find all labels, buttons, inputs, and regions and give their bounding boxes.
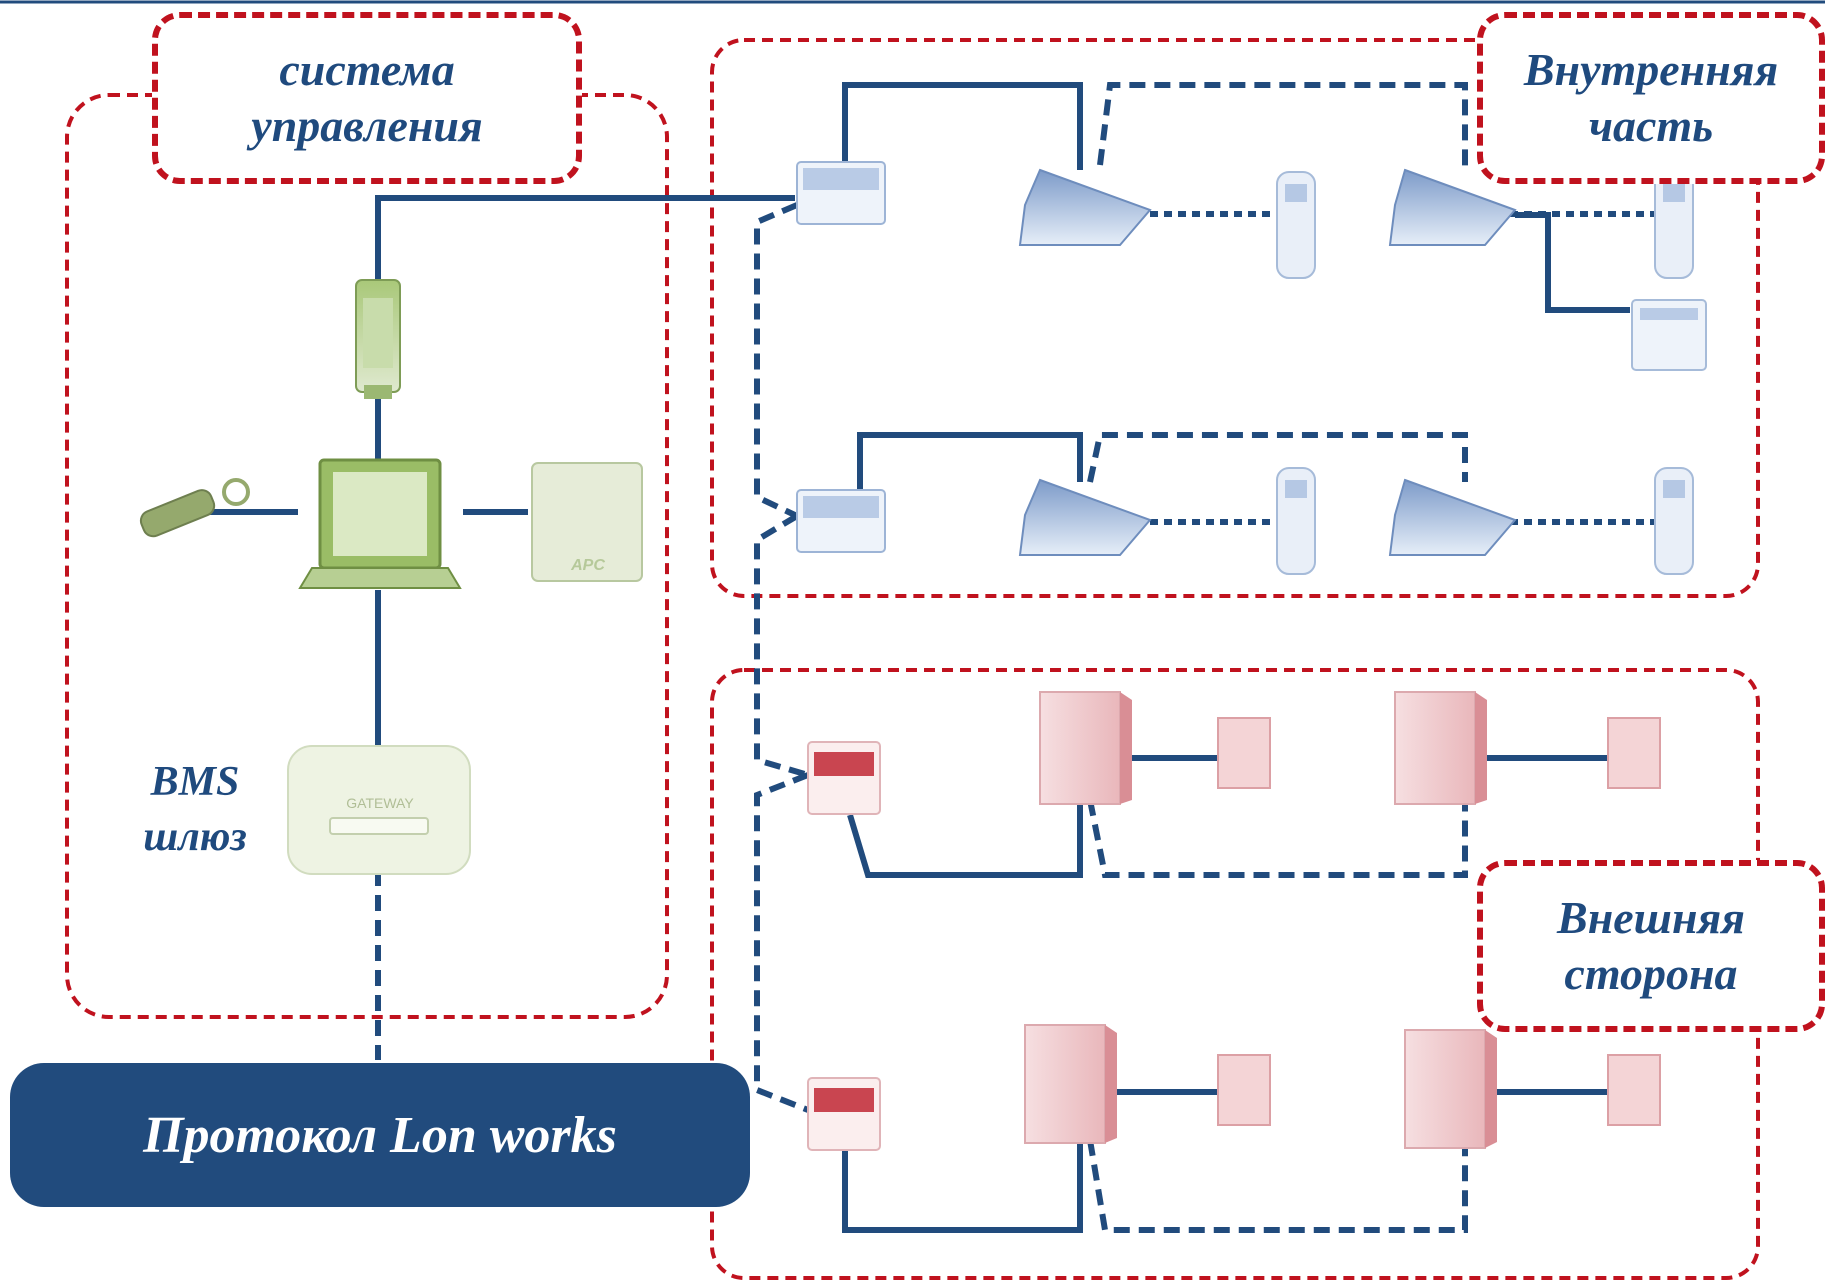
ups-unit-icon: APC xyxy=(531,462,643,582)
cassette-unit-2-icon xyxy=(1388,168,1517,246)
lon-bus xyxy=(754,202,810,1113)
electrical-panel-3-icon xyxy=(1217,1054,1271,1126)
indoor-part-label: Внутренняя часть xyxy=(1523,43,1779,151)
control-system-label: система управления xyxy=(251,43,483,151)
outdoor-side-label-box: Внешняя сторона xyxy=(1477,860,1825,1032)
control-wiring xyxy=(190,195,795,1060)
control-system-label-box: система управления xyxy=(152,12,582,184)
protocol-label: Протокол Lon works xyxy=(143,1106,617,1164)
indoor-controller-1-icon xyxy=(796,161,886,225)
outdoor-controller-2-icon xyxy=(807,1077,881,1151)
computer-terminal-icon xyxy=(298,458,462,589)
protocol-bar: Протокол Lon works xyxy=(10,1063,750,1207)
outdoor-unit-1-icon xyxy=(1039,691,1132,805)
wall-control-panel-icon xyxy=(1631,299,1707,371)
outdoor-wiring xyxy=(842,755,1608,1233)
indoor-group-boundary xyxy=(710,38,1760,598)
outdoor-unit-4-icon xyxy=(1404,1029,1497,1149)
bms-gateway-device-icon: GATEWAY xyxy=(287,745,471,875)
cassette-unit-4-icon xyxy=(1388,478,1517,556)
indoor-part-label-box: Внутренняя часть xyxy=(1477,12,1825,184)
electrical-panel-4-icon xyxy=(1607,1054,1661,1126)
remote-controller-2-icon xyxy=(1654,171,1694,279)
electrical-panel-2-icon xyxy=(1607,717,1661,789)
outdoor-unit-3-icon xyxy=(1024,1024,1117,1144)
cassette-unit-3-icon xyxy=(1018,478,1152,556)
gateway-device-label: GATEWAY xyxy=(346,795,414,811)
outdoor-side-label: Внешняя сторона xyxy=(1557,891,1745,999)
usb-key-icon xyxy=(139,478,250,538)
indoor-controller-2-icon xyxy=(796,489,886,553)
electrical-panel-1-icon xyxy=(1217,717,1271,789)
outdoor-controller-1-icon xyxy=(807,741,881,815)
serial-adapter-icon xyxy=(355,279,401,399)
outdoor-unit-2-icon xyxy=(1394,691,1487,805)
remote-controller-3-icon xyxy=(1276,467,1316,575)
indoor-wiring xyxy=(842,82,1655,525)
remote-controller-4-icon xyxy=(1654,467,1694,575)
remote-controller-1-icon xyxy=(1276,171,1316,279)
cassette-unit-1-icon xyxy=(1018,168,1152,246)
ups-brand-label: APC xyxy=(570,557,605,574)
bms-gateway-label: BMS шлюз xyxy=(143,759,247,860)
